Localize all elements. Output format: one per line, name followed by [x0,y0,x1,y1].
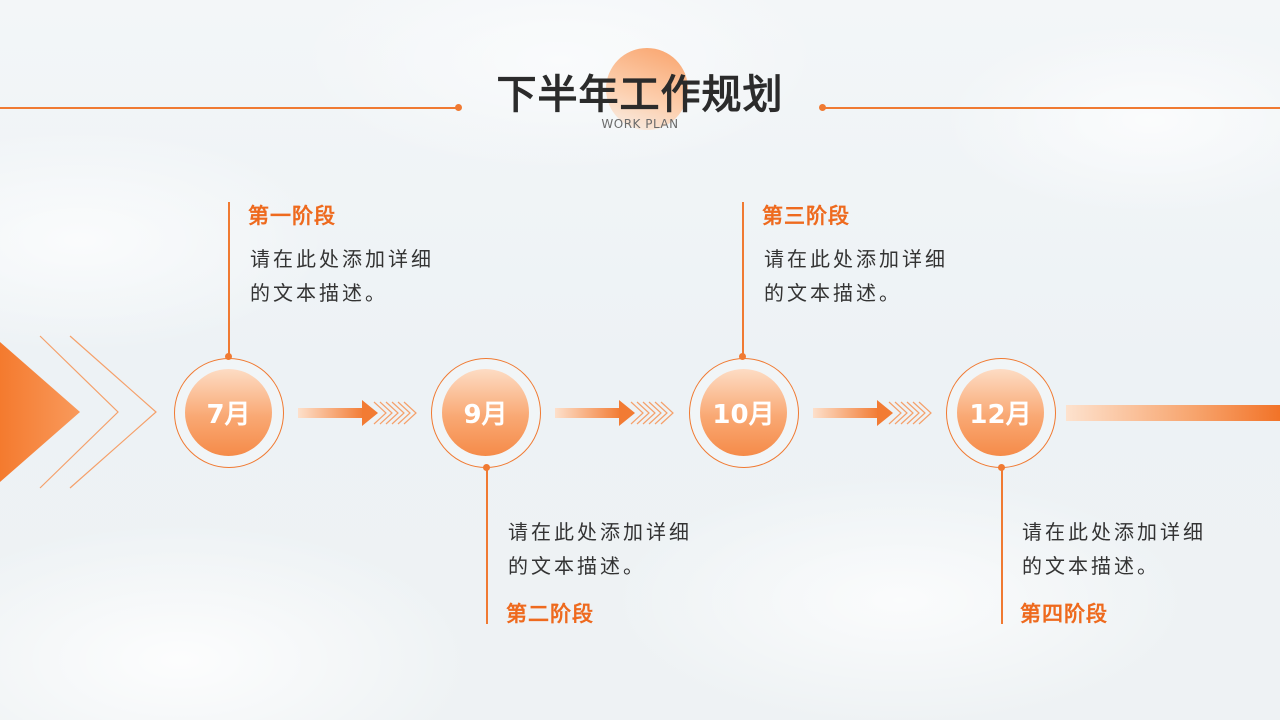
header-dot-left [455,104,462,111]
timeline-node-12: 12月 [946,358,1056,468]
stage-title: 第二阶段 [506,602,594,626]
arrow-right-icon [813,398,935,428]
stage4-connector-dot [998,464,1005,471]
desc-line: 请在此处添加详细 [764,247,948,271]
desc-line: 的文本描述。 [1022,554,1160,578]
desc-line: 的文本描述。 [508,554,646,578]
month-label: 10月 [712,400,775,430]
stage-description: 请在此处添加详细 的文本描述。 [764,242,964,310]
desc-line: 请在此处添加详细 [1022,520,1206,544]
chevron-decoration-icon [0,330,170,500]
stage2-connector [486,468,488,624]
title-decoration-circle [606,48,688,130]
desc-line: 请在此处添加详细 [250,247,434,271]
desc-line: 的文本描述。 [764,281,902,305]
header-dot-right [819,104,826,111]
timeline-node-fill: 10月 [700,369,787,456]
stage-description: 请在此处添加详细 的文本描述。 [250,242,450,310]
stage-title: 第一阶段 [248,204,336,228]
timeline-node-10: 10月 [689,358,799,468]
month-label: 7月 [206,400,251,430]
arrow-right-icon [298,398,420,428]
stage-title: 第四阶段 [1020,602,1108,626]
stage1-connector [228,202,230,358]
stage-description: 请在此处添加详细 的文本描述。 [508,515,708,583]
stage-description: 请在此处添加详细 的文本描述。 [1022,515,1222,583]
timeline-node-fill: 7月 [185,369,272,456]
timeline-node-9: 9月 [431,358,541,468]
stage3-connector [742,202,744,358]
month-label: 12月 [969,400,1032,430]
header-line-right [822,107,1280,109]
page-subtitle: WORK PLAN [601,117,679,131]
stage2-connector-dot [483,464,490,471]
stage4-connector [1001,468,1003,624]
timeline-node-7: 7月 [174,358,284,468]
stage3-connector-dot [739,353,746,360]
page-title: 下半年工作规划 [496,72,784,118]
timeline-end-bar [1066,405,1280,421]
timeline-node-fill: 9月 [442,369,529,456]
timeline-node-fill: 12月 [957,369,1044,456]
month-label: 9月 [463,400,508,430]
header-line-left [0,107,458,109]
arrow-right-icon [555,398,677,428]
desc-line: 请在此处添加详细 [508,520,692,544]
desc-line: 的文本描述。 [250,281,388,305]
stage1-connector-dot [225,353,232,360]
stage-title: 第三阶段 [762,204,850,228]
